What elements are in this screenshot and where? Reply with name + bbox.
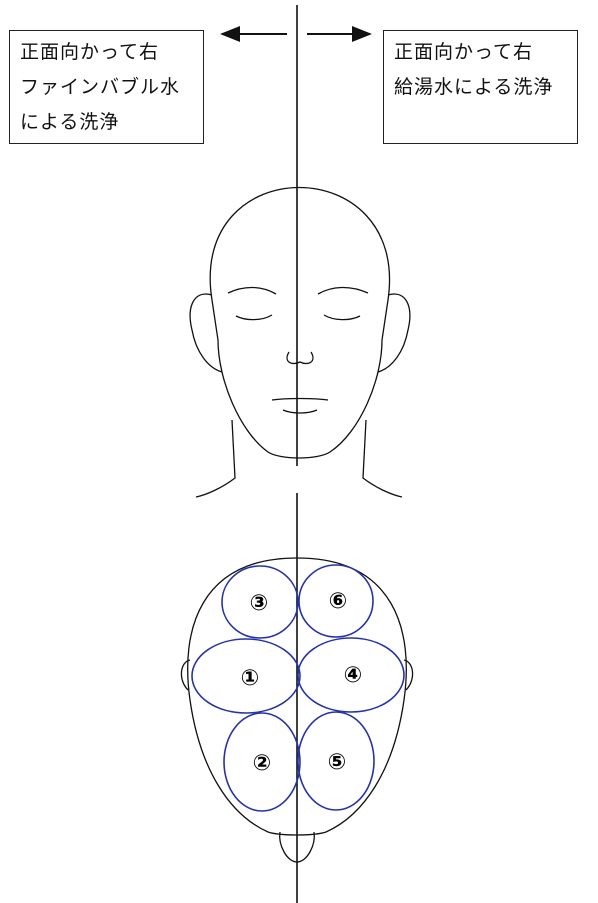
left-eye <box>235 314 273 321</box>
left-side-label-box: 正面向かって右 ファインバブル水 による洗浄 <box>9 30 204 144</box>
left-ear-top <box>180 659 191 691</box>
right-side-label-box: 正面向かって右 給湯水による洗浄 <box>383 30 578 144</box>
region-1 <box>191 638 301 714</box>
region-label-3: ③ <box>250 591 269 616</box>
right-label-line-1: 正面向かって右 <box>394 41 534 63</box>
region-label-1: ① <box>241 666 260 691</box>
right-ear-top <box>403 659 414 691</box>
lower-lip <box>282 409 318 414</box>
right-label-line-2: 給湯水による洗浄 <box>394 76 554 98</box>
right-eye <box>323 314 361 321</box>
region-label-4: ④ <box>344 663 363 688</box>
face-outline <box>209 187 391 459</box>
left-label-line-1: 正面向かって右 <box>20 41 160 63</box>
left-label-line-3: による洗浄 <box>20 111 120 133</box>
region-3 <box>221 565 299 639</box>
region-2 <box>223 712 301 812</box>
neck-right <box>362 419 403 498</box>
front-face <box>189 187 411 498</box>
region-6 <box>298 564 374 638</box>
region-label-2: ② <box>253 751 272 776</box>
left-label-line-2: ファインバブル水 <box>20 76 181 98</box>
left-eyebrow <box>227 286 277 295</box>
left-ear <box>189 293 223 373</box>
neck-left <box>195 419 236 498</box>
region-label-5: ⑤ <box>328 750 347 775</box>
right-eyebrow <box>317 286 369 295</box>
mouth <box>271 397 329 401</box>
nose <box>286 351 314 365</box>
region-label-6: ⑥ <box>329 589 348 614</box>
region-group <box>191 564 405 812</box>
region-4 <box>297 637 405 713</box>
region-5 <box>297 711 375 811</box>
right-ear <box>377 293 411 373</box>
